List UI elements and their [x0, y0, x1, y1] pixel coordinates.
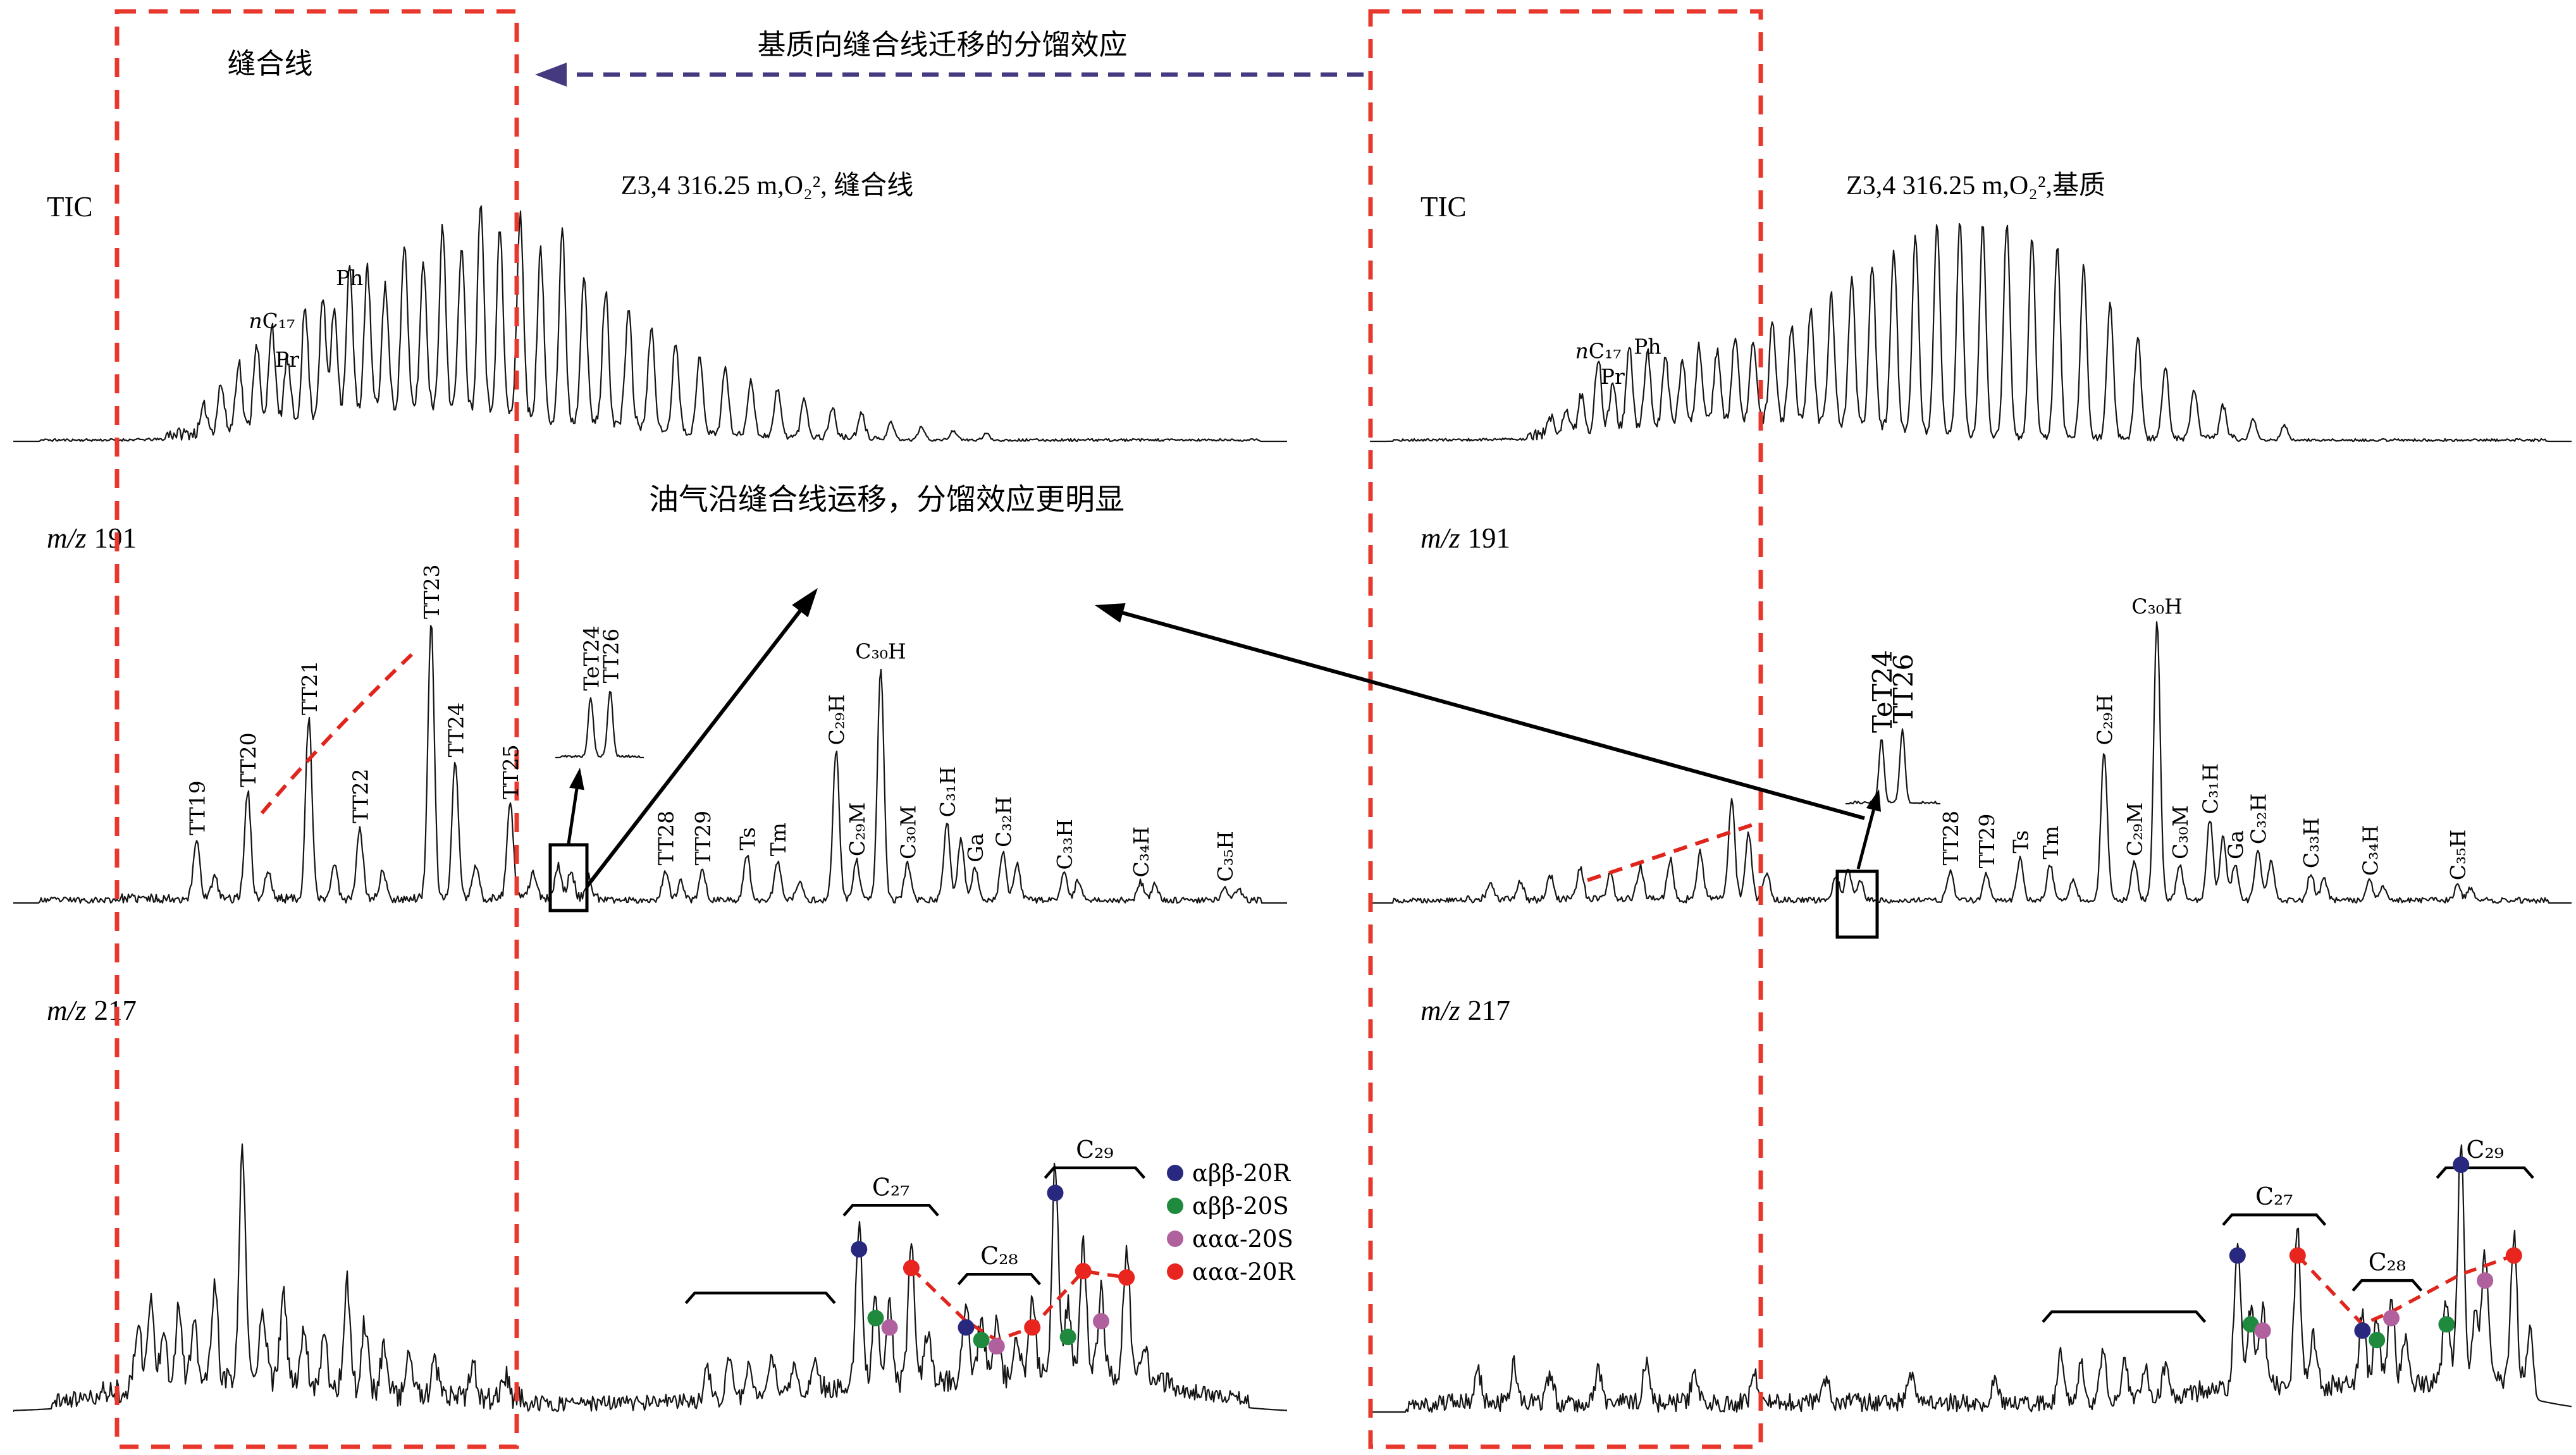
suture-zone-label: 缝合线 — [227, 48, 313, 80]
chromatogram-mz191-suture — [13, 625, 1287, 904]
legend-dot-green — [1167, 1198, 1183, 1214]
chromatogram-mz191-matrix — [1370, 621, 2572, 904]
chromatogram-mz217-suture — [13, 1143, 1287, 1413]
mz217-value: 217 — [1467, 995, 1511, 1026]
mz-prefix: m/z — [47, 995, 87, 1026]
sample-label-suture: Z3,4 316.25 m,O₂², 缝合线 — [620, 171, 914, 200]
migration-caption: 油气沿缝合线运移，分馏效应更明显 — [649, 484, 1125, 517]
chromatogram-tic-matrix — [1370, 223, 2572, 443]
legend-label: ααα-20R — [1192, 1258, 1295, 1286]
legend-dot-navy — [1167, 1165, 1183, 1181]
mz217-value: 217 — [94, 995, 137, 1026]
legend-item-red: ααα-20R — [1167, 1257, 1295, 1286]
legend-label: ααα-20S — [1192, 1225, 1293, 1253]
chromatogram-inset-suture — [555, 691, 644, 759]
legend-item-navy: αββ-20R — [1167, 1158, 1295, 1188]
tic-label-suture: TIC — [47, 191, 93, 223]
chromatogram-tic-suture — [13, 205, 1287, 443]
legend-dot-red — [1167, 1263, 1183, 1280]
legend-label: αββ-20S — [1192, 1192, 1289, 1220]
chromatogram-mz217-matrix — [1370, 1144, 2572, 1413]
legend-item-green: αββ-20S — [1167, 1191, 1295, 1220]
sterane-isomer-legend: αββ-20R αββ-20S ααα-20S ααα-20R — [1167, 1158, 1295, 1286]
sample-label-matrix: Z3,4 316.25 m,O₂²,基质 — [1846, 171, 2105, 200]
legend-dot-purple — [1167, 1231, 1183, 1247]
top-arrow-caption: 基质向缝合线迁移的分馏效应 — [757, 29, 1128, 61]
mz-prefix: m/z — [1420, 522, 1460, 554]
mz191-value: 191 — [1467, 522, 1511, 554]
legend-label: αββ-20R — [1192, 1159, 1291, 1187]
mz-prefix: m/z — [47, 522, 87, 554]
mz191-value: 191 — [94, 522, 137, 554]
mz-prefix: m/z — [1420, 995, 1460, 1026]
legend-item-purple: ααα-20S — [1167, 1224, 1295, 1253]
chromatogram-inset-matrix — [1846, 728, 1940, 805]
